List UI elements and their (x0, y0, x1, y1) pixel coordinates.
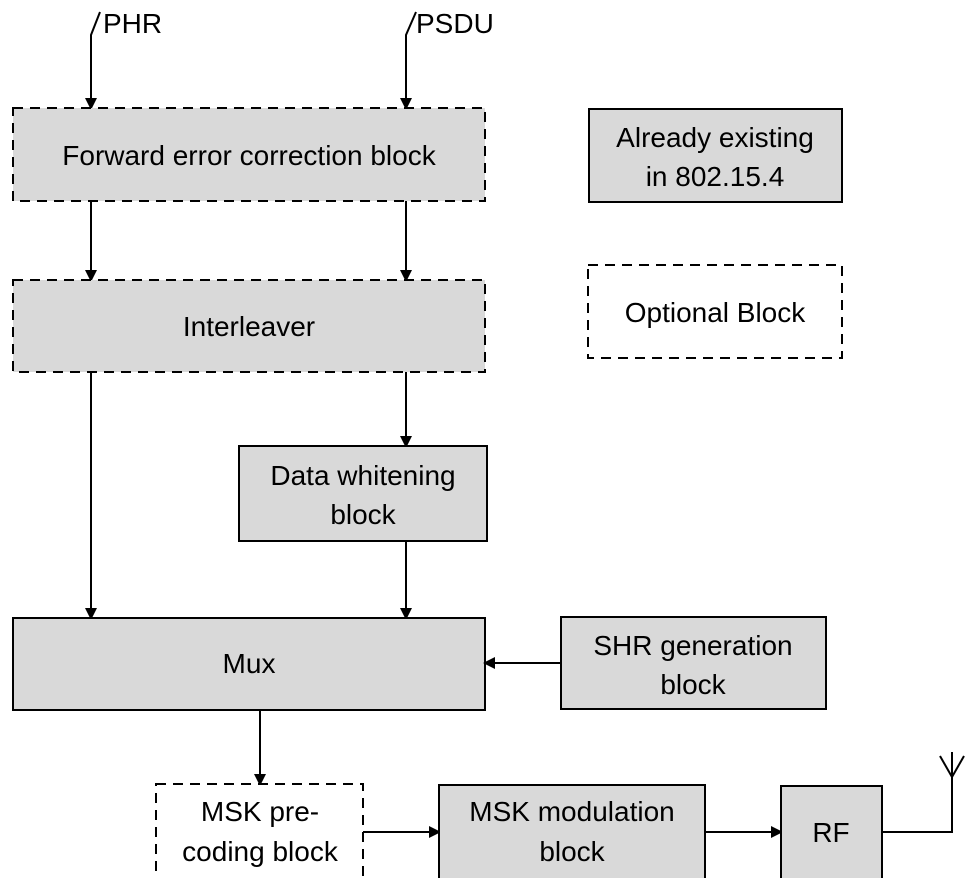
psdu-input: PSDU (400, 8, 494, 110)
modulation-label-line2: block (539, 836, 605, 867)
fec-block: Forward error correction block (12, 107, 486, 202)
psdu-label: PSDU (416, 8, 494, 39)
precoding-label-line2: coding block (182, 836, 339, 867)
antenna-icon (882, 752, 965, 833)
data-whitening-block: Data whitening block (238, 445, 488, 542)
phr-input: PHR (85, 8, 162, 110)
phr-arrow (85, 11, 101, 110)
whitening-label-line1: Data whitening (270, 460, 455, 491)
legend-existing-line1: Already existing (616, 122, 814, 153)
rf-label: RF (812, 817, 849, 848)
phr-label: PHR (103, 8, 162, 39)
precoding-label-line1: MSK pre- (201, 796, 319, 827)
mux-block: Mux (12, 617, 486, 711)
msk-modulation-block: MSK modulation block (438, 784, 706, 878)
shr-label-line2: block (660, 669, 726, 700)
modulation-label-line1: MSK modulation (469, 796, 674, 827)
shr-generation-block: SHR generation block (560, 616, 827, 710)
legend-optional-label: Optional Block (625, 297, 807, 328)
interleaver-block: Interleaver (12, 279, 486, 373)
interleaver-label: Interleaver (183, 311, 315, 342)
legend-optional: Optional Block (587, 264, 843, 359)
msk-precoding-block: MSK pre- coding block (155, 783, 364, 878)
rf-block: RF (780, 785, 883, 878)
psdu-arrow (400, 11, 417, 110)
shr-label-line1: SHR generation (593, 630, 792, 661)
whitening-label-line2: block (330, 499, 396, 530)
fec-label: Forward error correction block (62, 140, 436, 171)
mux-label: Mux (223, 648, 276, 679)
legend-existing-line2: in 802.15.4 (646, 161, 785, 192)
legend-existing: Already existing in 802.15.4 (588, 108, 843, 203)
